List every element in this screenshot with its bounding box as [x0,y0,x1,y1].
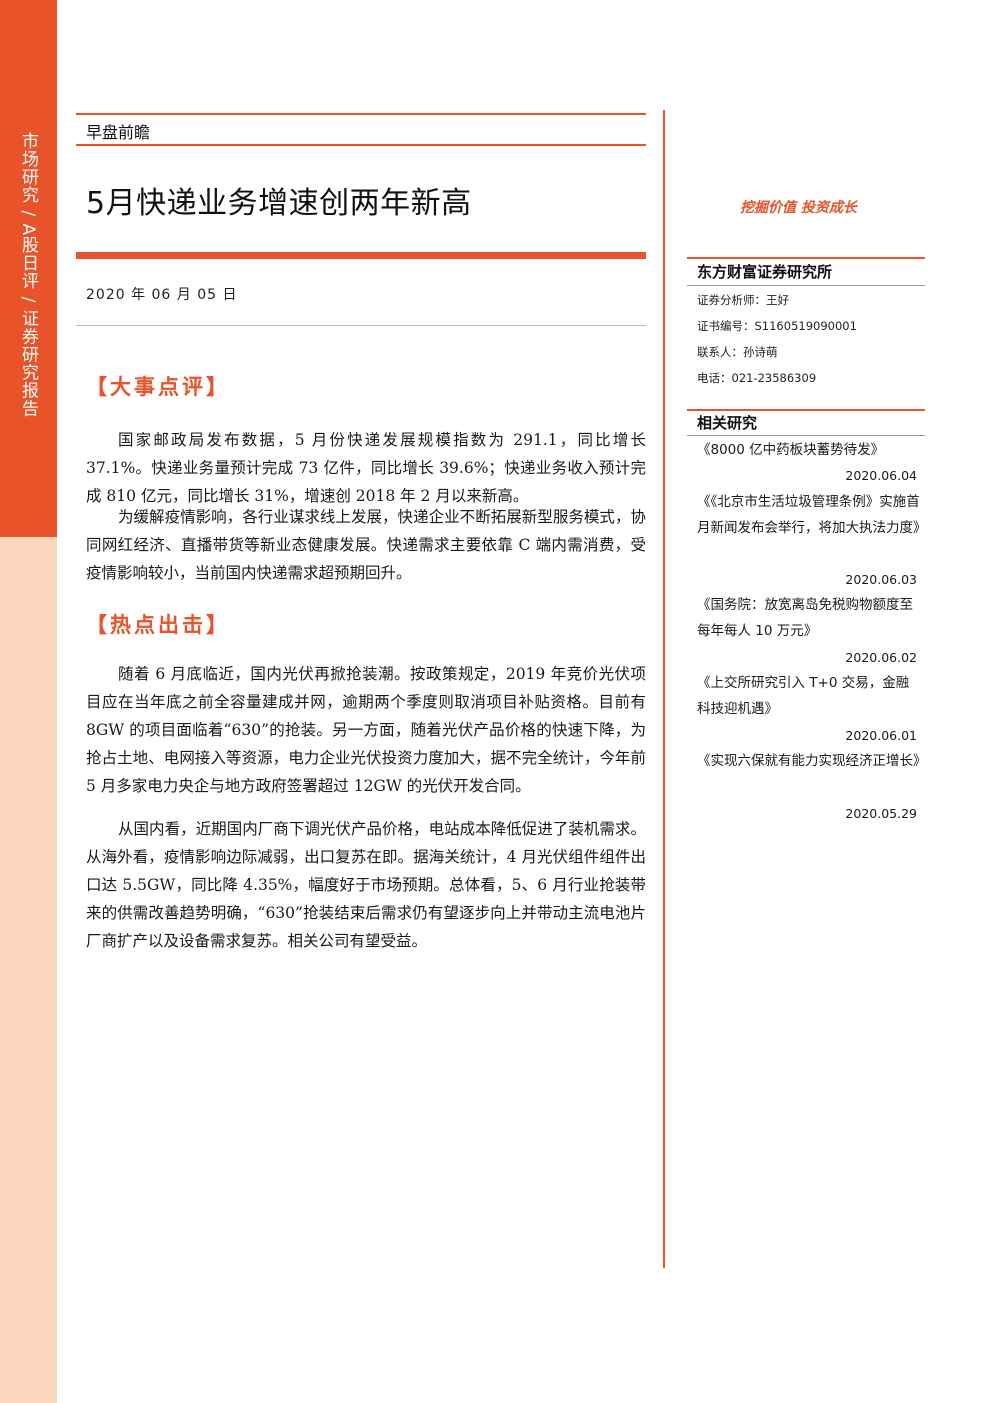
contact-info: 联系人：孙诗萌 [697,345,778,359]
phone-info: 电话：021-23586309 [697,371,817,385]
related-top-rule [687,409,925,411]
page-title: 5月快递业务增速创两年新高 [86,186,472,221]
hotspot-paragraph-2: 从国内看，近期国内厂商下调光伏产品价格，电站成本降低促进了装机需求。从海外看，疫… [86,820,646,950]
section-heading-hotspot: 【热点出击】 [86,612,230,637]
report-date: 2020 年 06 月 05 日 [86,287,238,303]
related-date: 2020.06.04 [845,468,917,483]
related-under-rule [687,435,925,436]
title-bar [76,252,646,259]
related-link[interactable]: 《实现六保就有能力实现经济正增长》 [697,753,927,769]
tag-bottom-rule [76,144,646,146]
date-rule [76,325,646,326]
slogan: 挖掘价值 投资成长 [740,200,857,216]
related-date: 2020.06.02 [845,650,917,665]
sidebar-accent [0,0,57,537]
section-tag: 早盘前瞻 [86,123,151,142]
related-link[interactable]: 《8000 亿中药板块蓄势待发》 [697,442,885,458]
analyst-info: 证券分析师：王好 [697,293,789,307]
sidebar-lower-band [0,537,57,1403]
org-top-rule [687,257,925,259]
section-heading-review: 【大事点评】 [86,374,230,399]
cert-info: 证书编号：S1160519090001 [697,319,857,333]
related-link[interactable]: 《上交所研究引入 T+0 交易，金融科技迎机遇》 [697,675,910,717]
related-date: 2020.06.03 [845,572,917,587]
related-date: 2020.06.01 [845,728,917,743]
org-name: 东方财富证券研究所 [697,263,833,281]
related-title: 相关研究 [697,414,758,432]
org-under-rule [687,285,925,286]
related-link[interactable]: 《《北京市生活垃圾管理条例》实施首月新闻发布会举行，将加大执法力度》 [697,494,927,536]
related-date: 2020.05.29 [845,806,917,821]
tag-top-rule [76,113,646,115]
sidebar-label: 市场研究 / A股日评 / 证券研究报告 [18,132,38,418]
review-paragraph-2: 为缓解疫情影响，各行业谋求线上发展，快递企业不断拓展新型服务模式，协同网红经济、… [86,508,646,582]
review-paragraph-1: 国家邮政局发布数据，5 月份快递发展规模指数为 291.1，同比增长 37.1%… [86,431,646,505]
related-link[interactable]: 《国务院：放宽离岛免税购物额度至每年每人 10 万元》 [697,597,913,639]
hotspot-paragraph-1: 随着 6 月底临近，国内光伏再掀抢装潮。按政策规定，2019 年竞价光伏项目应在… [86,665,646,795]
column-divider [663,110,665,1268]
